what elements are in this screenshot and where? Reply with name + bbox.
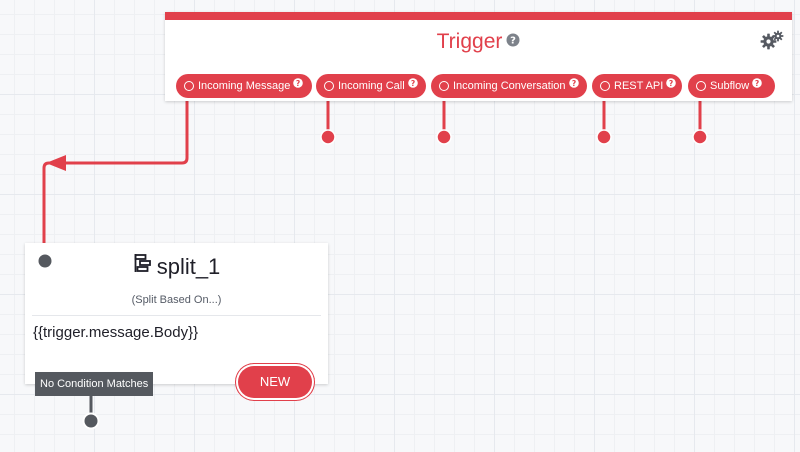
split-name: split_1 xyxy=(156,254,221,279)
trigger-pill-subflow[interactable]: Subflow? xyxy=(688,74,775,98)
trigger-pill-incoming-conversation[interactable]: Incoming Conversation? xyxy=(431,74,587,98)
svg-text:?: ? xyxy=(296,79,300,88)
help-icon[interactable]: ? xyxy=(568,73,579,97)
split-subtitle: (Split Based On...) xyxy=(131,294,222,306)
split-input-port[interactable] xyxy=(35,251,55,271)
svg-text:?: ? xyxy=(669,79,673,88)
split-header: split_1 xyxy=(25,254,328,280)
pill-radio-icon xyxy=(184,81,194,91)
split-widget[interactable]: split_1 (Split Based On...) {{trigger.me… xyxy=(25,243,328,384)
wire-arrowhead xyxy=(46,155,66,171)
port-incoming-conversation[interactable] xyxy=(436,129,452,145)
gear-icon[interactable] xyxy=(760,30,784,50)
port-incoming-call[interactable] xyxy=(320,129,336,145)
pill-label: Incoming Message xyxy=(198,80,291,92)
split-icon xyxy=(133,253,153,279)
trigger-pill-rest-api[interactable]: REST API? xyxy=(592,74,682,98)
trigger-widget[interactable]: Trigger? Incoming Message? Incoming xyxy=(165,12,792,101)
trigger-title-row: Trigger? xyxy=(165,30,792,54)
port-subflow[interactable] xyxy=(692,129,708,145)
pill-radio-icon xyxy=(600,81,610,91)
no-condition-port[interactable] xyxy=(82,412,102,432)
no-condition-transition[interactable]: No Condition Matches xyxy=(35,372,154,396)
help-icon[interactable]: ? xyxy=(407,73,418,97)
split-divider xyxy=(32,315,321,316)
trigger-title: Trigger xyxy=(436,30,503,53)
help-icon[interactable]: ? xyxy=(752,73,762,97)
pill-label: Incoming Call xyxy=(338,80,405,92)
svg-text:?: ? xyxy=(410,79,414,88)
pill-radio-icon xyxy=(439,81,449,91)
port-rest-api[interactable] xyxy=(596,129,612,145)
trigger-pill-incoming-call[interactable]: Incoming Call? xyxy=(316,74,426,98)
pill-label: REST API xyxy=(614,80,664,92)
help-icon[interactable]: ? xyxy=(666,73,677,97)
trigger-pill-incoming-message[interactable]: Incoming Message? xyxy=(176,74,312,98)
svg-text:?: ? xyxy=(755,79,759,88)
pill-radio-icon xyxy=(696,81,706,91)
pill-label: Subflow xyxy=(710,80,750,92)
pill-label: Incoming Conversation xyxy=(453,80,566,92)
split-expression: {{trigger.message.Body}} xyxy=(33,324,199,341)
svg-text:?: ? xyxy=(571,79,575,88)
help-icon[interactable]: ? xyxy=(506,29,520,53)
help-icon[interactable]: ? xyxy=(293,73,304,97)
new-transition-button[interactable]: NEW xyxy=(238,366,312,398)
wire-incoming-message-to-split xyxy=(42,88,189,250)
svg-text:?: ? xyxy=(510,35,516,46)
pill-radio-icon xyxy=(324,81,334,91)
